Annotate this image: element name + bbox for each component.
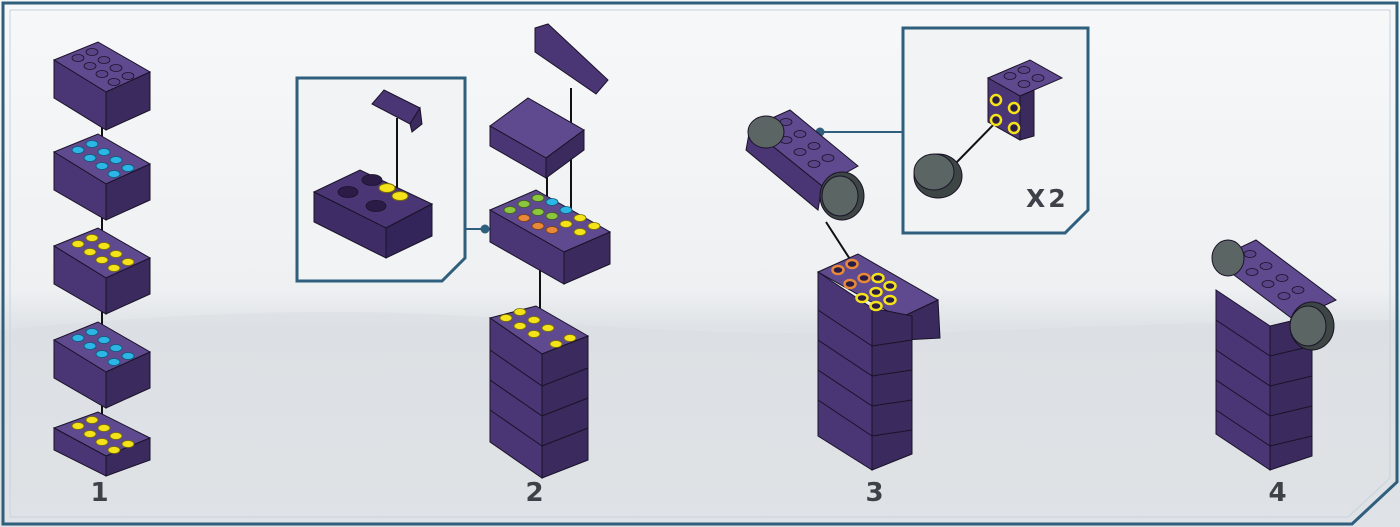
page-frame-inner xyxy=(9,9,1391,518)
step-4-illustration xyxy=(1211,239,1337,471)
step-2-callout xyxy=(295,76,490,283)
step-1-brick-4 xyxy=(52,321,152,409)
step-1-brick-1 xyxy=(52,41,152,131)
step-2-number: 2 xyxy=(525,478,545,508)
callout-multiplier: X2 xyxy=(1026,184,1069,213)
step-2-illustration xyxy=(488,23,612,479)
step-1-number: 1 xyxy=(90,478,110,508)
background-haze xyxy=(0,312,1400,527)
step-1-brick-5 xyxy=(52,411,152,477)
step-3-illustration xyxy=(745,109,941,471)
step-3-callout xyxy=(815,26,1090,235)
step-4-number: 4 xyxy=(1268,478,1288,508)
step-1-illustration xyxy=(52,41,152,477)
step-1-brick-3 xyxy=(52,227,152,315)
step-1-brick-2 xyxy=(52,133,152,221)
step-3-number: 3 xyxy=(865,478,885,508)
